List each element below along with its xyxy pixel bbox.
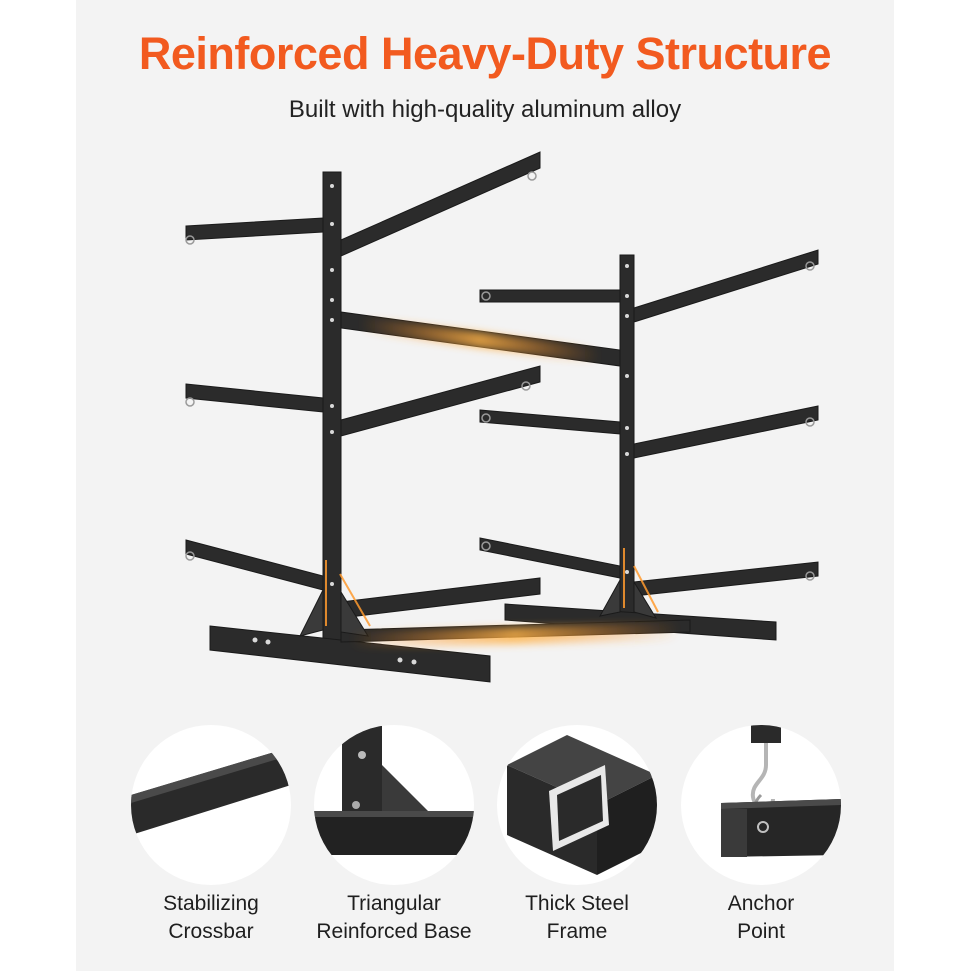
page-title: Reinforced Heavy-Duty Structure — [138, 28, 832, 79]
feature-label-triangle-base: Triangular Reinforced Base — [294, 890, 494, 946]
arm — [633, 561, 819, 597]
feature-label-line: Thick Steel — [525, 892, 629, 915]
feature-crossbar-image — [131, 725, 291, 885]
arm — [340, 151, 541, 257]
steel-tube-icon — [507, 735, 657, 875]
feature-label-line: Stabilizing — [163, 892, 259, 915]
page-subtitle: Built with high-quality aluminum alloy — [288, 96, 682, 123]
arm — [340, 365, 541, 437]
arm — [633, 405, 819, 459]
feature-label-line: Crossbar — [168, 920, 254, 943]
gusset — [633, 580, 658, 619]
feature-label-steel-frame: Thick Steel Frame — [477, 890, 677, 946]
triangle-base-icon — [314, 725, 474, 855]
gusset — [299, 589, 324, 637]
feature-label-line: Point — [737, 920, 785, 943]
feature-label-line: Frame — [546, 920, 608, 943]
feature-label-line: Anchor — [727, 892, 795, 915]
right-upright — [619, 254, 635, 621]
gusset — [599, 578, 621, 617]
feature-anchor-point-image — [681, 725, 841, 885]
crossbar-highlight — [360, 316, 600, 364]
feature-steel-tube-image — [497, 725, 657, 885]
left-margin — [0, 0, 76, 971]
feature-label-line: Triangular — [347, 892, 441, 915]
right-margin — [894, 0, 970, 971]
base-highlight — [350, 622, 680, 648]
feature-label-anchor-point: Anchor Point — [661, 890, 861, 946]
feature-label-line: Reinforced Base — [316, 920, 472, 943]
anchor-hook-icon — [721, 725, 841, 857]
arm — [185, 539, 324, 591]
arm — [479, 537, 621, 579]
crossbar-icon — [131, 747, 291, 835]
arm — [633, 249, 819, 323]
feature-triangle-base-image — [314, 725, 474, 885]
arm — [185, 383, 324, 413]
feature-label-crossbar: Stabilizing Crossbar — [111, 890, 311, 946]
arm — [479, 409, 621, 435]
arm — [185, 217, 324, 241]
arm — [479, 289, 621, 303]
